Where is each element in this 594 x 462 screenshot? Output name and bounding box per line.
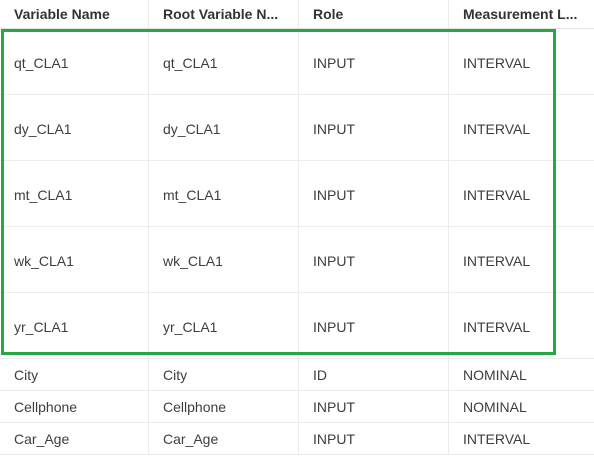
table-row[interactable]: qt_CLA1 qt_CLA1 INPUT INTERVAL bbox=[0, 29, 594, 95]
cell-role: INPUT bbox=[299, 29, 449, 94]
cell-role: INPUT bbox=[299, 423, 449, 454]
cell-variable-name: wk_CLA1 bbox=[0, 227, 149, 292]
table-header: Variable Name Root Variable N... Role Me… bbox=[0, 0, 594, 29]
table-row[interactable]: wk_CLA1 wk_CLA1 INPUT INTERVAL bbox=[0, 227, 594, 293]
cell-variable-name: mt_CLA1 bbox=[0, 161, 149, 226]
cell-variable-name: dy_CLA1 bbox=[0, 95, 149, 160]
cell-variable-name: Cellphone bbox=[0, 391, 149, 422]
cell-variable-name: yr_CLA1 bbox=[0, 293, 149, 358]
cell-variable-name: qt_CLA1 bbox=[0, 29, 149, 94]
column-header-root-variable-name[interactable]: Root Variable N... bbox=[149, 0, 299, 28]
cell-variable-name: Car_Age bbox=[0, 423, 149, 454]
cell-role: ID bbox=[299, 359, 449, 390]
cell-role: INPUT bbox=[299, 161, 449, 226]
cell-root-variable-name: wk_CLA1 bbox=[149, 227, 299, 292]
cell-root-variable-name: yr_CLA1 bbox=[149, 293, 299, 358]
table-row[interactable]: dy_CLA1 dy_CLA1 INPUT INTERVAL bbox=[0, 95, 594, 161]
table-row[interactable]: mt_CLA1 mt_CLA1 INPUT INTERVAL bbox=[0, 161, 594, 227]
cell-measurement-level: NOMINAL bbox=[463, 366, 527, 383]
table-row[interactable]: yr_CLA1 yr_CLA1 INPUT INTERVAL bbox=[0, 293, 594, 359]
cell-measurement-level: NOMINAL bbox=[463, 398, 527, 415]
cell-root-variable-name: Cellphone bbox=[149, 391, 299, 422]
column-header-role[interactable]: Role bbox=[299, 0, 449, 28]
table-row[interactable]: Cellphone Cellphone INPUT NOMINAL bbox=[0, 391, 594, 423]
cell-root-variable-name: City bbox=[149, 359, 299, 390]
cell-root-variable-name: Car_Age bbox=[149, 423, 299, 454]
table-row[interactable]: City City ID NOMINAL bbox=[0, 359, 594, 391]
column-header-measurement-level[interactable]: Measurement L... bbox=[463, 6, 578, 22]
column-header-variable-name[interactable]: Variable Name bbox=[0, 0, 149, 28]
cell-measurement-level: INTERVAL bbox=[463, 121, 531, 137]
cell-root-variable-name: qt_CLA1 bbox=[149, 29, 299, 94]
table-row[interactable]: Car_Age Car_Age INPUT INTERVAL bbox=[0, 423, 594, 455]
cell-root-variable-name: dy_CLA1 bbox=[149, 95, 299, 160]
cell-measurement-level: INTERVAL bbox=[463, 319, 531, 335]
cell-measurement-level: INTERVAL bbox=[463, 253, 531, 269]
cell-role: INPUT bbox=[299, 95, 449, 160]
cell-role: INPUT bbox=[299, 391, 449, 422]
cell-role: INPUT bbox=[299, 293, 449, 358]
cell-measurement-level: INTERVAL bbox=[463, 187, 531, 203]
cell-role: INPUT bbox=[299, 227, 449, 292]
cell-measurement-level: INTERVAL bbox=[463, 430, 531, 447]
cell-root-variable-name: mt_CLA1 bbox=[149, 161, 299, 226]
cell-variable-name: City bbox=[0, 359, 149, 390]
cell-measurement-level: INTERVAL bbox=[463, 55, 531, 71]
